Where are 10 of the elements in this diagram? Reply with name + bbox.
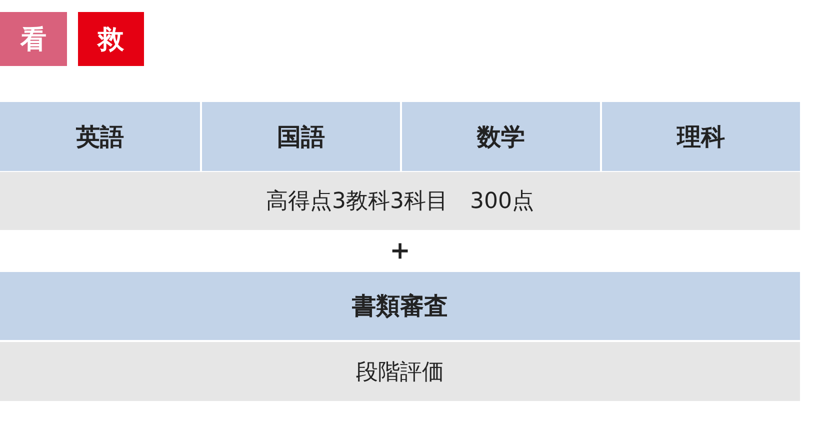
subject-header: 理科 [602,102,800,171]
subject-header: 英語 [0,102,200,171]
category-badge: 救 [78,12,144,66]
category-badge: 看 [0,12,67,66]
section-header: 書類審査 [0,272,800,340]
subject-header: 国語 [202,102,400,171]
evaluation-row: 段階評価 [0,342,800,401]
subject-header: 数学 [402,102,600,171]
score-row: 高得点3教科3科目 300点 [0,172,800,230]
plus-sign: ＋ [385,232,415,268]
